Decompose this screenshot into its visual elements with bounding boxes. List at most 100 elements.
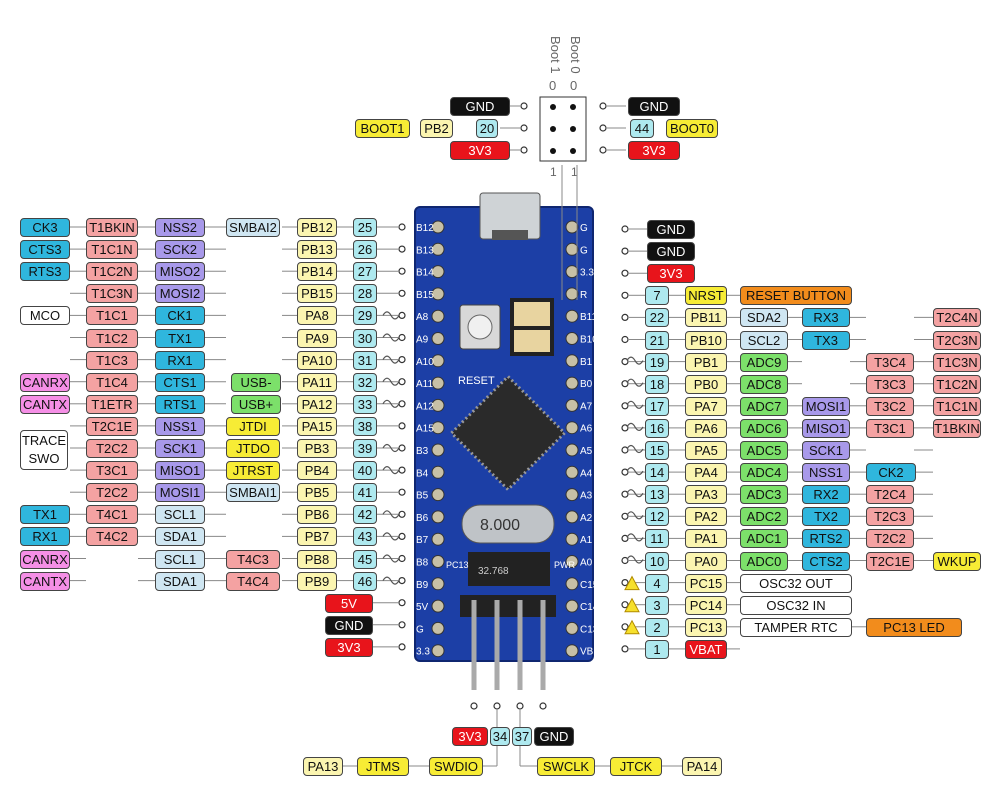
pin-open-circle	[621, 380, 629, 388]
pin-open-circle	[520, 146, 528, 154]
label-t4c1: T4C1	[86, 505, 138, 525]
label-jtdi: JTDI	[226, 416, 280, 436]
label-smbai1: SMBAI1	[226, 483, 280, 503]
board-pin-hole	[565, 555, 579, 568]
silkscreen-right: B11	[580, 312, 597, 323]
label-3: 3	[645, 595, 669, 615]
label-1: 1	[645, 639, 669, 659]
label-17: 17	[645, 396, 669, 416]
silkscreen-left: B12	[416, 223, 434, 234]
reset-button-cap	[467, 314, 493, 340]
label-t2c2: T2C2	[86, 483, 138, 503]
silkscreen-right: C14	[580, 602, 599, 613]
silkscreen-right: B10	[580, 335, 598, 346]
label-43: 43	[353, 527, 377, 547]
label-adc0: ADC0	[740, 551, 788, 571]
label-cts1: CTS1	[155, 372, 205, 392]
label-39: 39	[353, 439, 377, 458]
label-osc32-in: OSC32 IN	[740, 595, 852, 615]
label-2: 2	[645, 617, 669, 637]
pin-open-circle	[621, 225, 629, 233]
label-miso2: MISO2	[155, 262, 205, 282]
board-pin-hole	[431, 421, 445, 435]
label-3v3: 3V3	[450, 141, 510, 160]
pin-open-circle	[621, 358, 629, 366]
pin-open-circle	[599, 146, 607, 154]
silkscreen-left: A8	[416, 312, 429, 323]
pin-open-circle	[398, 532, 406, 541]
pin-open-circle	[493, 702, 501, 710]
swd-header-block	[460, 595, 556, 617]
label-boot1: BOOT1	[355, 119, 410, 138]
board-pin-hole	[565, 242, 579, 256]
board-pin-hole	[565, 644, 579, 658]
pin-open-circle	[398, 267, 406, 275]
label-t2c1e: T2C1E	[86, 416, 138, 436]
analog-wave-symbol	[382, 554, 400, 563]
board-pin-hole	[565, 621, 579, 635]
pin-open-circle	[621, 468, 629, 476]
board-pin-hole	[431, 354, 445, 368]
label-t1c1: T1C1	[86, 306, 138, 326]
pin-open-circle	[398, 444, 406, 452]
pin-open-circle	[621, 446, 629, 454]
label-adc1: ADC1	[740, 529, 788, 549]
board-pin-hole	[431, 287, 445, 301]
label-cts3: CTS3	[20, 240, 70, 260]
silkscreen-left: B15	[416, 290, 434, 301]
label-pc13-led: PC13 LED	[866, 617, 962, 637]
pin-open-circle	[470, 702, 478, 710]
label-t1etr: T1ETR	[86, 394, 138, 414]
label-adc2: ADC2	[740, 507, 788, 527]
label-t1c2n: T1C2N	[86, 262, 138, 282]
label-ck1: CK1	[155, 306, 205, 326]
label-rx2: RX2	[802, 485, 850, 505]
silkscreen-left: B3	[416, 446, 429, 457]
label-pa6: PA6	[685, 418, 727, 438]
silkscreen-left: B8	[416, 558, 429, 569]
label-t1c2: T1C2	[86, 328, 138, 348]
osc-label: 32.768	[478, 566, 509, 577]
warning-icon	[624, 619, 640, 635]
label-pa9: PA9	[297, 328, 337, 348]
board-pin-hole	[565, 532, 579, 546]
label-t1c1n: T1C1N	[933, 396, 981, 416]
label-t2c4n: T2C4N	[933, 308, 981, 328]
label-tamper-rtc: TAMPER RTC	[740, 617, 852, 637]
pwr-label: PWR	[554, 560, 575, 570]
pin-open-circle	[621, 269, 629, 277]
silkscreen-right: A3	[580, 491, 593, 502]
silkscreen-right: 3.3	[580, 268, 594, 279]
pin-open-circle	[621, 313, 629, 321]
label-tx1: TX1	[20, 505, 70, 525]
silkscreen-right: C13	[580, 624, 599, 635]
label-t3c1: T3C1	[866, 418, 914, 438]
label-t1bkin: T1BKIN	[86, 218, 138, 237]
rtc-crystal	[468, 552, 550, 586]
label-pc14: PC14	[685, 595, 727, 615]
label-t2c4: T2C4	[866, 485, 914, 505]
label-tx3: TX3	[802, 330, 850, 350]
pin-open-circle	[398, 245, 406, 253]
label-t1c1n: T1C1N	[86, 240, 138, 260]
board-pin-hole	[431, 309, 445, 323]
label-ck2: CK2	[866, 463, 916, 483]
pin-open-circle	[621, 534, 629, 543]
analog-wave-symbol	[382, 333, 400, 342]
pin-open-circle	[621, 291, 629, 299]
label-pa4: PA4	[685, 463, 727, 483]
label-pa1: PA1	[685, 529, 727, 549]
label-14: 14	[645, 463, 669, 483]
crystal-label: 8.000	[480, 517, 520, 534]
label-40: 40	[353, 461, 377, 481]
label-pb3: PB3	[297, 439, 337, 458]
label-rts1: RTS1	[155, 394, 205, 414]
label-sck1: SCK1	[802, 441, 850, 460]
label-pb5: PB5	[297, 483, 337, 503]
label-13: 13	[645, 485, 669, 505]
label-rx1: RX1	[20, 527, 70, 547]
label-sda1: SDA1	[155, 571, 205, 591]
label-3v3: 3V3	[647, 264, 695, 284]
label-30: 30	[353, 328, 377, 348]
label-swclk: SWCLK	[537, 757, 595, 776]
